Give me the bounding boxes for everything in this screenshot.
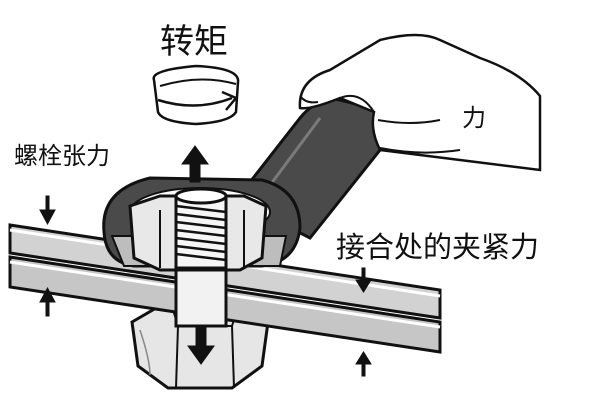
hand-icon: [298, 33, 542, 172]
force-label: 力: [462, 104, 486, 132]
bolt-tension-label: 螺栓张力: [14, 142, 110, 170]
arrow-icon: [39, 145, 372, 377]
clamp-force-label: 接合处的夹紧力: [336, 230, 540, 264]
torque-rotation-icon: [152, 64, 240, 126]
torque-label: 转矩: [160, 22, 228, 62]
bolt-icon: [174, 187, 228, 270]
